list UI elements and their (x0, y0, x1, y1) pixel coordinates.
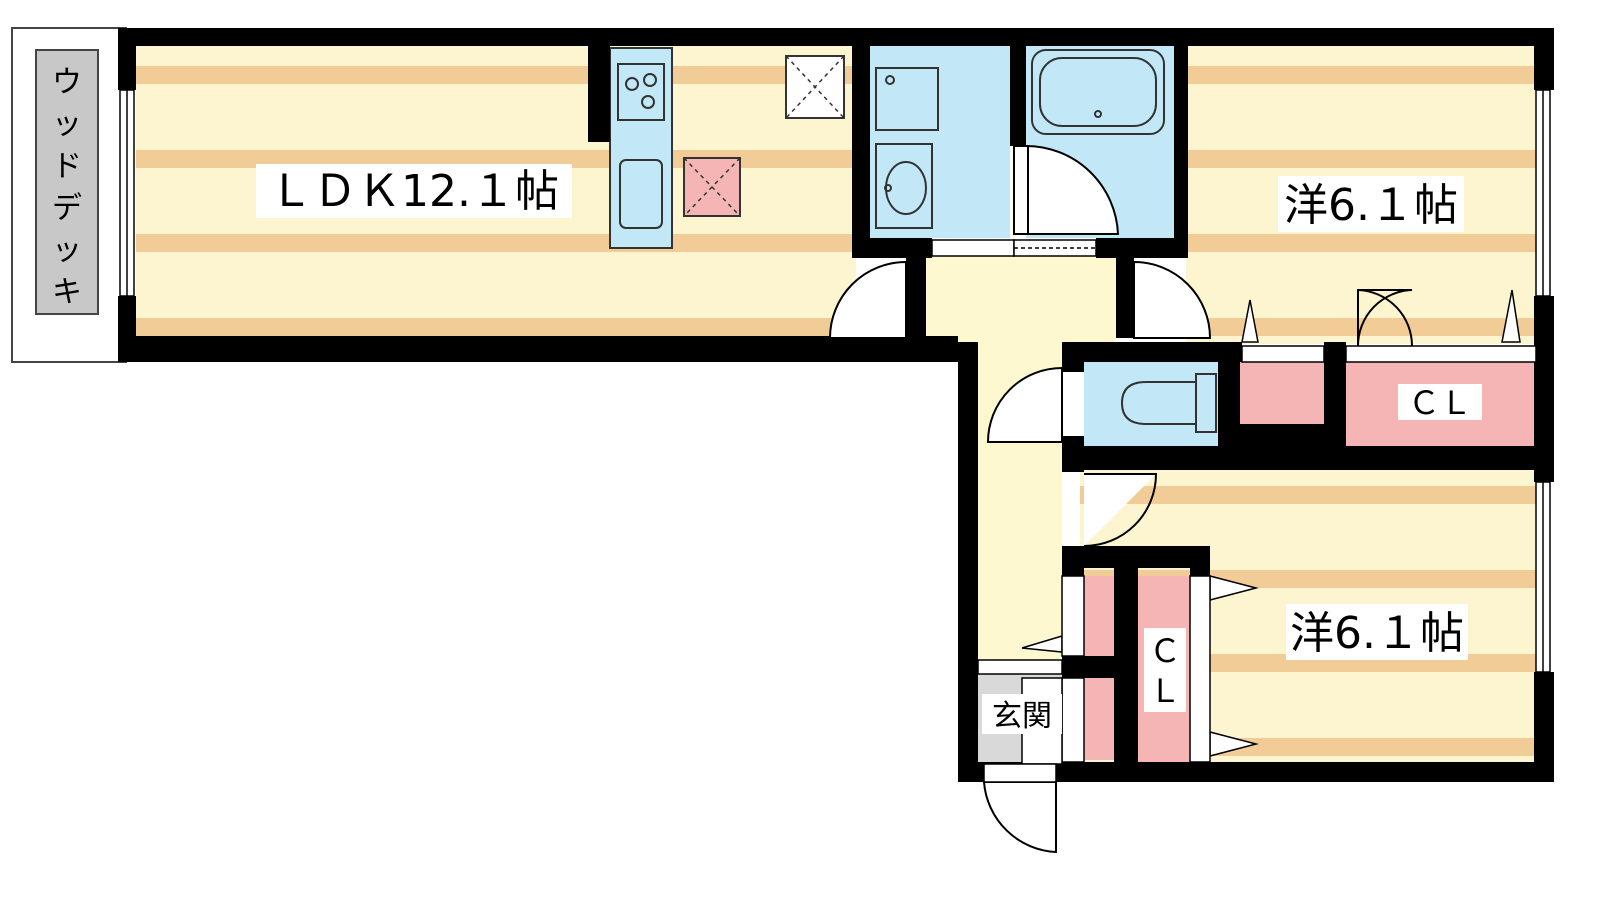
closet-upper-label-bg (1398, 384, 1482, 420)
western-lower-label-bg (1286, 604, 1468, 660)
wood-deck-char: ウ (52, 65, 82, 100)
closet-hall-a (1084, 576, 1114, 656)
pantry-mark (683, 157, 741, 217)
wood-deck-char: ッ (52, 233, 82, 268)
doors (828, 144, 1413, 854)
walls (118, 28, 1554, 782)
kitchen-counter (609, 47, 673, 249)
windows (119, 89, 1551, 673)
wood-deck-char: キ (52, 275, 82, 310)
hallway-floor (926, 248, 1116, 344)
washbasin (875, 143, 933, 229)
western-room-lower-label: 洋6.１帖 (1290, 608, 1464, 659)
closet-lower-label-l: Ｌ (1149, 672, 1181, 710)
wood-deck: ウッドデッキ (11, 27, 127, 363)
closet-small-upper (1240, 362, 1324, 424)
wood-deck-char: ッ (52, 107, 82, 142)
wood-deck-label: ウッドデッキ (52, 65, 82, 310)
washing-machine-space (875, 67, 939, 131)
ldk-label-bg (256, 164, 572, 218)
ldk-label: ＬＤＫ12.１帖 (269, 166, 559, 217)
entrance-label: 玄関 (992, 699, 1052, 734)
closet-upper-label: ＣＬ (1408, 384, 1472, 422)
entrance-label-bg (982, 694, 1062, 734)
toilet-fixture (1120, 373, 1217, 433)
closet-hall-b (1084, 678, 1114, 760)
wood-deck-char: デ (52, 191, 82, 226)
bathtub (1031, 49, 1165, 135)
closet-door-marks (977, 289, 1537, 763)
wood-deck-char: ド (52, 149, 82, 184)
closet-lower-label-bg (1144, 628, 1186, 712)
closet-lower-label-c: Ｃ (1149, 632, 1181, 670)
western-room-upper-label: 洋6.１帖 (1284, 180, 1458, 231)
western-upper-label-bg (1278, 176, 1464, 232)
refrigerator-space (785, 55, 845, 119)
entrance-threshold (983, 763, 1057, 783)
